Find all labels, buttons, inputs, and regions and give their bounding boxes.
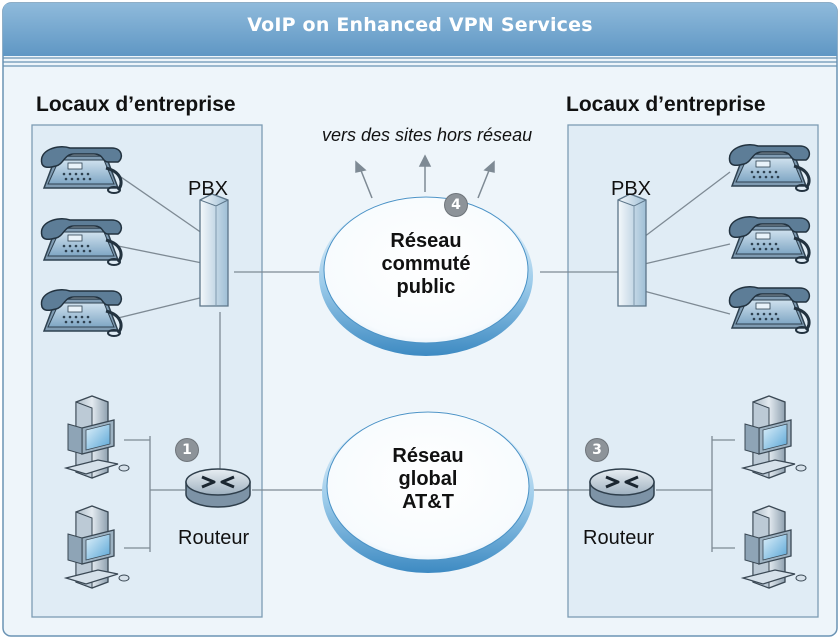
right-pbx-label: PBX [611, 178, 652, 200]
left-router-label: Routeur [178, 527, 250, 549]
pbx-tower-icon [617, 193, 647, 307]
att-network [322, 411, 534, 573]
pstn-label-line: Réseau [390, 230, 462, 252]
step-badge-4: 4 [445, 194, 467, 216]
router-icon [588, 467, 656, 509]
left-site-title: Locaux d’entreprise [36, 93, 236, 116]
right-site-title: Locaux d’entreprise [566, 93, 766, 116]
page-title: VoIP on Enhanced VPN Services [247, 14, 593, 36]
desk-phone-icon [727, 215, 811, 265]
att-label-line: Réseau [392, 445, 464, 467]
step-badge-1: 1 [176, 439, 198, 461]
att-label: Réseau global AT&T [353, 445, 503, 514]
pstn-network [319, 196, 533, 356]
router-icon [184, 467, 252, 509]
desk-phone-icon [727, 143, 811, 193]
right-router-label: Routeur [583, 527, 655, 549]
att-label-line: AT&T [402, 491, 454, 513]
step-badge-3: 3 [586, 439, 608, 461]
connection-lines [117, 171, 735, 552]
att-label-line: global [398, 468, 458, 490]
title-bar [3, 3, 837, 56]
desk-phone-icon [39, 217, 123, 267]
left-pbx-label: PBX [188, 178, 229, 200]
offnet-arrows [355, 154, 495, 199]
pbx-tower-icon [199, 193, 229, 307]
desk-phone-icon [39, 145, 123, 195]
pstn-label-line: commuté [381, 253, 471, 275]
desk-phone-icon [39, 288, 123, 338]
offnet-note: vers des sites hors réseau [322, 125, 533, 145]
desk-phone-icon [727, 285, 811, 335]
pstn-label: Réseau commuté public [351, 230, 501, 299]
pstn-label-line: public [396, 276, 456, 298]
